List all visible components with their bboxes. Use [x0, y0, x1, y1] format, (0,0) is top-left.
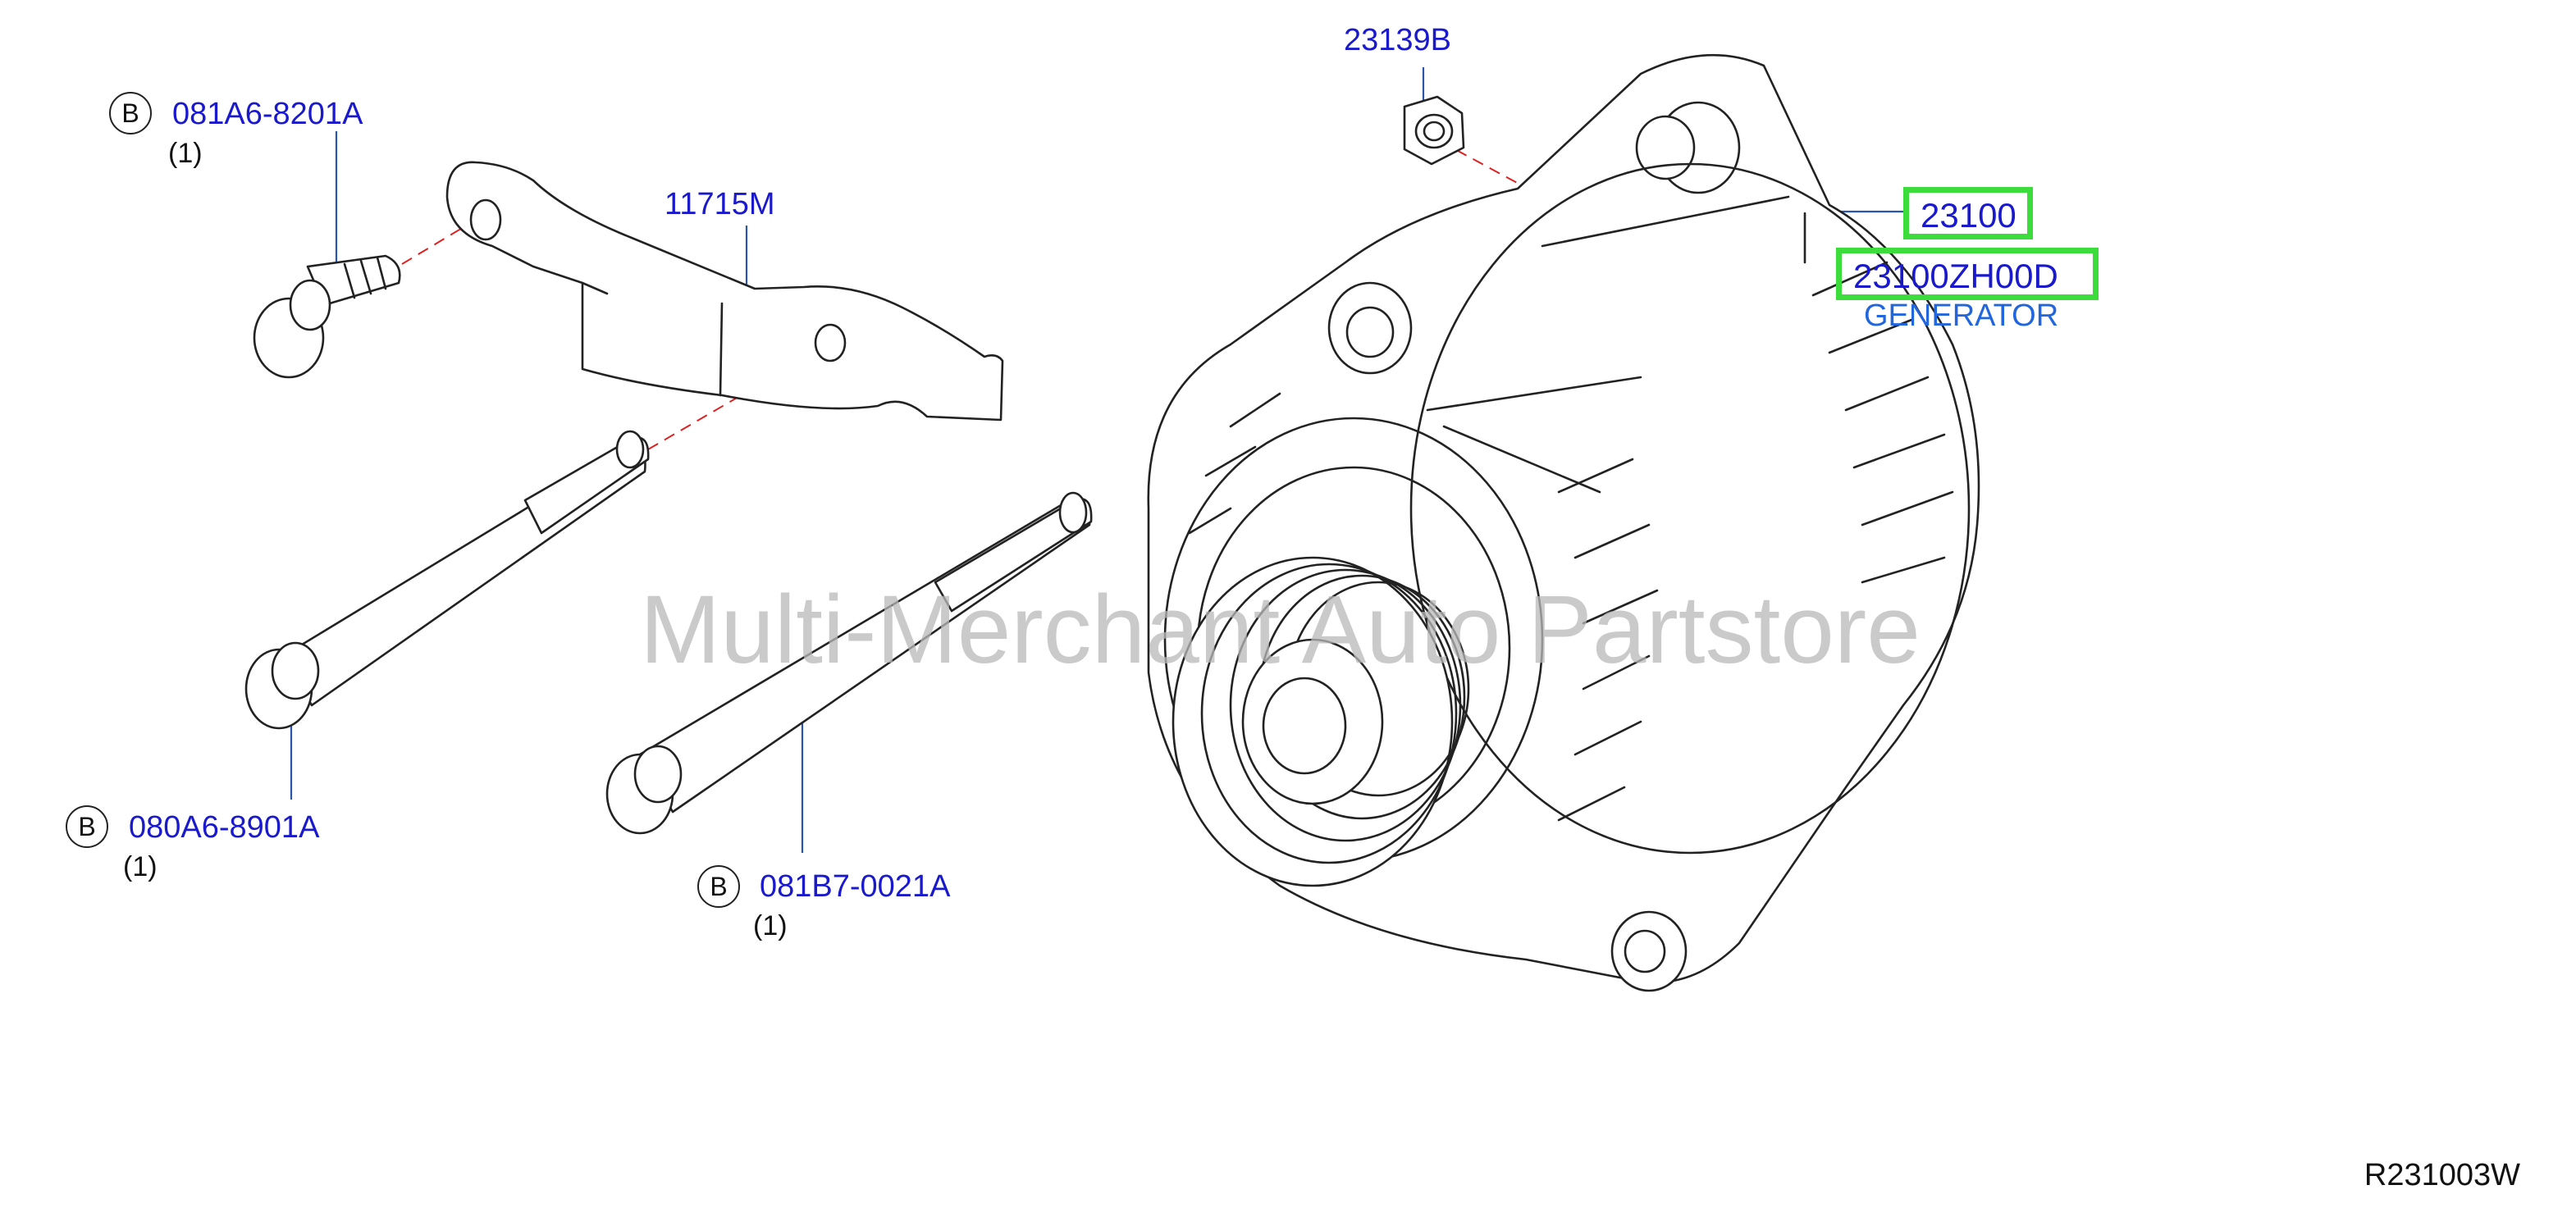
bolt-left-part-number[interactable]: 080A6-8901A — [129, 810, 320, 845]
generator-part-number: 23100ZH00D — [1853, 257, 2058, 295]
generator-part-number-highlight[interactable]: 23100ZH00D — [1836, 248, 2099, 300]
generator-name-label: GENERATOR — [1864, 299, 2059, 333]
bolt-right-quantity: (1) — [753, 910, 788, 941]
bracket-11715m-drawing — [445, 161, 1004, 422]
bolt-top-quantity: (1) — [168, 138, 203, 169]
nut-part-number[interactable]: 23139B — [1344, 23, 1452, 57]
watermark-text: Multi-Merchant Auto Partstore — [640, 576, 1921, 684]
bolt-081b7-0021a-drawing — [605, 491, 1093, 835]
bolt-080a6-8901a-drawing — [244, 430, 650, 730]
bolt-top-part-number[interactable]: 081A6-8201A — [172, 97, 363, 131]
bolt-081a6-8201a-drawing — [253, 254, 401, 379]
bolt-right-circle-label: B — [697, 865, 740, 908]
generator-drawing — [1147, 53, 1980, 992]
nut-23139b-drawing — [1403, 95, 1465, 166]
generator-ref-highlight[interactable]: 23100 — [1903, 187, 2033, 239]
bolt-right-part-number[interactable]: 081B7-0021A — [760, 869, 951, 904]
diagram-reference-code: R231003W — [2364, 1158, 2520, 1192]
bolt-left-quantity: (1) — [123, 851, 158, 882]
bracket-part-number[interactable]: 11715M — [665, 187, 775, 221]
bolt-top-circle-label: B — [109, 92, 152, 134]
bolt-left-circle-label: B — [66, 805, 108, 848]
generator-ref-part-number: 23100 — [1921, 196, 2016, 235]
